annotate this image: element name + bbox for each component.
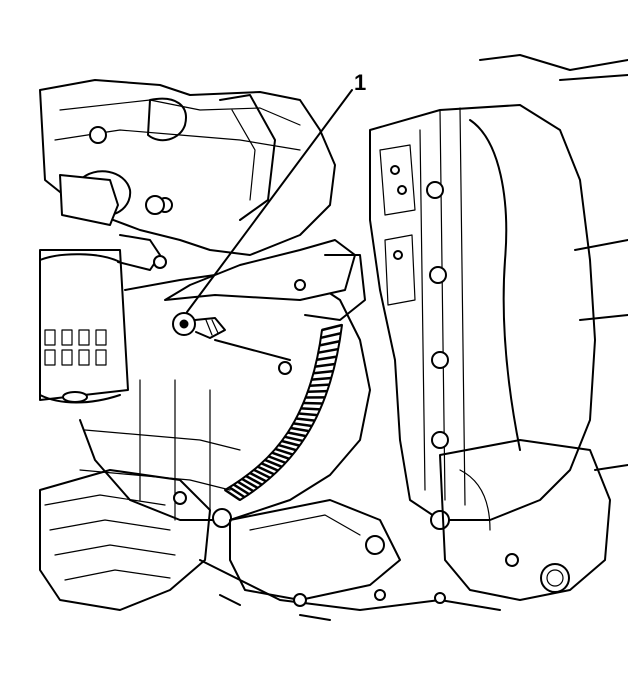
ring-gear-tooth: [264, 458, 283, 468]
oil-filter: [39, 249, 129, 404]
ring-gear-tooth: [316, 355, 337, 361]
ring-gear-tooth: [274, 447, 294, 456]
ring-gear-tooth: [260, 462, 279, 472]
lower-crossmember: [39, 469, 501, 621]
ring-gear-tooth: [315, 362, 336, 368]
ring-gear-tooth: [237, 480, 255, 493]
ring-gear-tooth: [253, 468, 271, 480]
flywheel-ring-gear: [224, 323, 343, 502]
ring-gear-tooth: [268, 455, 287, 465]
ring-gear-tooth: [233, 483, 250, 496]
sensor-connectors: [59, 174, 167, 271]
ring-gear-tooth: [245, 474, 263, 486]
transmission-pan: [439, 439, 628, 601]
ring-gear-tooth: [321, 323, 343, 332]
ring-gear-tooth: [278, 443, 297, 452]
ring-gear-tooth: [271, 451, 290, 460]
ring-gear-tooth: [309, 383, 330, 387]
callout-number: 1: [354, 70, 367, 95]
ring-gear-tooth: [293, 422, 313, 428]
ring-gear-tooth: [287, 431, 307, 438]
ring-gear-tooth: [313, 369, 334, 375]
mounting-bracket: [164, 239, 366, 361]
ring-gear-tooth: [241, 477, 259, 490]
ring-gear-tooth: [295, 417, 315, 422]
ring-gear-tooth: [307, 389, 328, 393]
callout-leader: [186, 89, 353, 313]
ring-gear-tooth: [249, 471, 267, 483]
ring-gear-tooth: [300, 407, 321, 411]
ring-gear-tooth: [311, 376, 332, 381]
ring-gear-tooth: [257, 465, 275, 476]
ring-gear-tooth: [318, 347, 339, 354]
ring-gear-tooth: [284, 435, 304, 443]
ring-gear-tooth: [290, 426, 310, 433]
ring-gear-tooth: [319, 340, 340, 347]
ring-gear-tooth: [298, 412, 318, 417]
ring-gear-tooth: [320, 332, 342, 340]
engine-block-upper-left: [39, 79, 336, 256]
ring-gear-tooth: [224, 488, 241, 502]
ring-gear-tooth: [228, 486, 246, 499]
ring-gear-tooth: [281, 439, 300, 447]
transaxle-case-right: [369, 54, 628, 530]
